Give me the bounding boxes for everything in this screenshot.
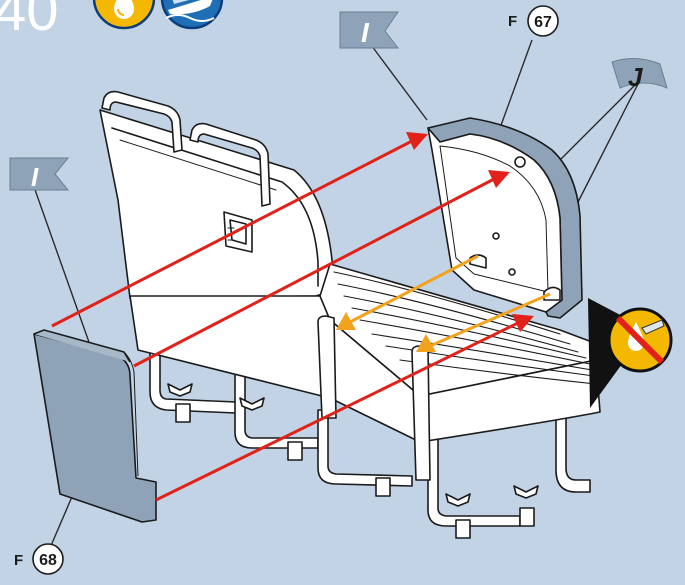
boat-icon: [162, 0, 222, 28]
side-panel-f67: [428, 118, 582, 318]
backrest: [100, 92, 334, 298]
step-number: 40: [0, 0, 59, 43]
part-top-prefix: F: [508, 13, 517, 30]
oil-drop-icon: [94, 0, 154, 28]
part-bottom-number: 68: [39, 552, 57, 569]
flag-left: I: [10, 158, 90, 345]
side-panel-f68: [34, 330, 156, 522]
part-bottom-prefix: F: [14, 552, 23, 569]
flag-top-label: I: [361, 17, 370, 48]
part-top-number: 67: [534, 14, 552, 31]
no-lubricant-callout: [588, 298, 671, 408]
flag-right-label: J: [628, 62, 643, 92]
flag-left-label: I: [31, 162, 39, 192]
flag-top: I: [340, 12, 427, 120]
part-label-top: F 67: [500, 6, 558, 128]
